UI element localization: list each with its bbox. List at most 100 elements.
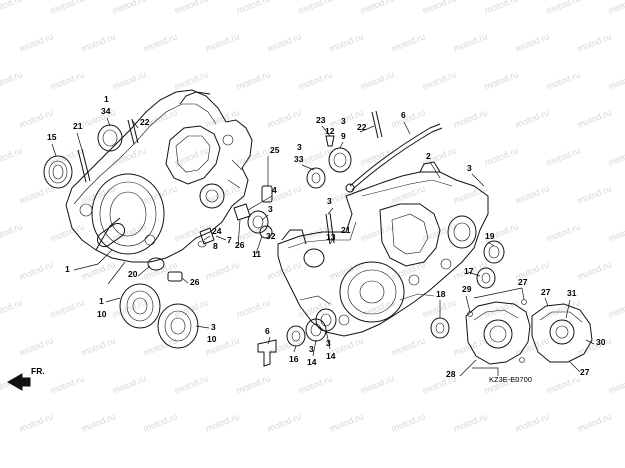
callout-c34: 34 bbox=[101, 106, 111, 116]
watermark-text: motod.ru bbox=[0, 221, 24, 244]
watermark-text: motod.ru bbox=[80, 411, 117, 434]
watermark-text: motod.ru bbox=[576, 107, 613, 130]
watermark-text: motod.ru bbox=[80, 107, 117, 130]
callout-c14a: 14 bbox=[307, 357, 317, 367]
leader-line bbox=[471, 173, 485, 187]
seal-18 bbox=[430, 317, 450, 339]
watermark-text: motod.ru bbox=[111, 373, 148, 396]
watermark-text: motod.ru bbox=[111, 297, 148, 320]
callout-c18: 18 bbox=[436, 289, 446, 299]
watermark-text: motod.ru bbox=[359, 0, 396, 16]
leader-line bbox=[585, 339, 595, 345]
watermark-text: motod.ru bbox=[576, 259, 613, 282]
watermark-text: motod.ru bbox=[359, 373, 396, 396]
watermark-text: motod.ru bbox=[0, 0, 24, 16]
leader-line bbox=[321, 125, 331, 137]
watermark-text: motod.ru bbox=[173, 373, 210, 396]
watermark-layer: motod.ru motod.ru motod.ru motod.ru motod.ru… bbox=[0, 0, 625, 434]
front-direction-indicator: FR. bbox=[6, 366, 45, 391]
watermark-text: motod.ru bbox=[235, 373, 272, 396]
watermark-text: motod.ru bbox=[421, 69, 458, 92]
dowel-pin-26 bbox=[167, 271, 183, 282]
screw-23 bbox=[325, 135, 335, 147]
callout-c3g: 3 bbox=[309, 344, 314, 354]
watermark-text: motod.ru bbox=[514, 411, 551, 434]
leader-line bbox=[51, 143, 57, 157]
callout-c29: 29 bbox=[462, 284, 472, 294]
leader-line bbox=[487, 241, 495, 247]
watermark-text: motod.ru bbox=[359, 69, 396, 92]
front-arrow-icon bbox=[6, 373, 31, 391]
right-small-parts bbox=[430, 240, 505, 339]
callout-c19: 19 bbox=[485, 231, 495, 241]
callout-c28: 28 bbox=[446, 369, 456, 379]
callout-c21b: 21 bbox=[341, 225, 351, 235]
leader-lines bbox=[51, 117, 595, 377]
callout-c3e: 3 bbox=[467, 163, 472, 173]
callout-c1a: 1 bbox=[104, 94, 109, 104]
bolt-24 bbox=[199, 227, 215, 245]
watermark-text: motod.ru bbox=[514, 183, 551, 206]
callout-c9: 9 bbox=[341, 131, 346, 141]
callout-c13: 13 bbox=[326, 232, 336, 242]
watermark-text: motod.ru bbox=[545, 0, 582, 16]
leader-line bbox=[137, 265, 151, 277]
watermark-text: motod.ru bbox=[204, 411, 241, 434]
watermark-text: motod.ru bbox=[49, 0, 86, 16]
watermark-text: motod.ru bbox=[297, 373, 334, 396]
callout-c3d: 3 bbox=[297, 142, 302, 152]
callout-c23: 23 bbox=[316, 115, 326, 125]
bearing-4 bbox=[233, 203, 251, 221]
watermark-text: motod.ru bbox=[18, 183, 55, 206]
callout-c10a: 10 bbox=[97, 309, 107, 319]
leader-line bbox=[521, 287, 525, 301]
leader-line bbox=[203, 235, 211, 241]
watermark-text: motod.ru bbox=[266, 31, 303, 54]
left-small-parts bbox=[43, 118, 215, 349]
leader-line bbox=[76, 132, 83, 151]
leader-line bbox=[301, 164, 315, 171]
leader-line bbox=[73, 249, 113, 271]
watermark-text: motod.ru bbox=[111, 69, 148, 92]
leader-line bbox=[255, 235, 263, 255]
watermark-text: motod.ru bbox=[49, 69, 86, 92]
watermark-text: motod.ru bbox=[328, 259, 365, 282]
callout-c7: 7 bbox=[227, 235, 232, 245]
stud-bolt-21b bbox=[325, 213, 331, 245]
watermark-text: motod.ru bbox=[514, 31, 551, 54]
leader-line bbox=[544, 297, 549, 307]
bearing-34 bbox=[97, 124, 123, 152]
watermark-text: motod.ru bbox=[111, 0, 148, 16]
stud-bolt-22 bbox=[127, 119, 135, 145]
leader-line bbox=[261, 214, 269, 221]
watermark-text: motod.ru bbox=[173, 0, 210, 16]
watermark-text: motod.ru bbox=[266, 107, 303, 130]
watermark-text: motod.ru bbox=[173, 297, 210, 320]
watermark-text: motod.ru bbox=[390, 411, 427, 434]
leader-line bbox=[237, 219, 241, 247]
watermark-text: motod.ru bbox=[80, 183, 117, 206]
watermark-text: motod.ru bbox=[421, 297, 458, 320]
watermark-text: motod.ru bbox=[545, 69, 582, 92]
watermark-text: motod.ru bbox=[80, 335, 117, 358]
leader-line bbox=[325, 329, 331, 350]
leader-line bbox=[429, 161, 441, 179]
watermark-text: motod.ru bbox=[607, 373, 625, 396]
watermark-text: motod.ru bbox=[545, 145, 582, 168]
watermark-text: motod.ru bbox=[0, 145, 24, 168]
callout-c4: 4 bbox=[272, 185, 277, 195]
callout-c12: 12 bbox=[325, 126, 335, 136]
sub-assembly-inset bbox=[465, 299, 593, 365]
watermark-text: motod.ru bbox=[607, 0, 625, 16]
watermark-text: motod.ru bbox=[204, 107, 241, 130]
watermark-text: motod.ru bbox=[173, 221, 210, 244]
watermark-text: motod.ru bbox=[452, 183, 489, 206]
leader-line bbox=[467, 271, 481, 277]
watermark-text: motod.ru bbox=[18, 107, 55, 130]
watermark-text: motod.ru bbox=[266, 411, 303, 434]
callout-c22a: 22 bbox=[140, 117, 150, 127]
front-label: FR. bbox=[31, 366, 45, 376]
leader-line bbox=[472, 367, 499, 376]
